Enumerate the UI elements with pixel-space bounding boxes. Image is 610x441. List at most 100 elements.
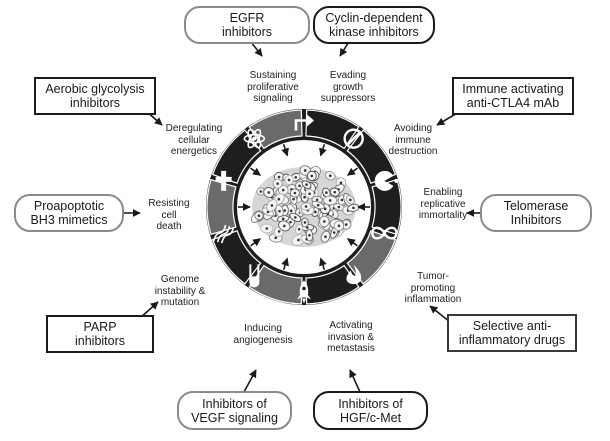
tumor-cell-nucleus (328, 199, 332, 202)
inner-arrow-1 (347, 167, 358, 176)
inner-arrow-3 (347, 238, 358, 247)
hallmark-label-immune: Avoiding immune destruction (388, 123, 438, 157)
hallmark-label-angiogenesis: Inducing angiogenesis (233, 323, 293, 346)
hallmark-label-energetics: Deregulating cellular energetics (165, 123, 223, 157)
arrow-hgf (349, 369, 361, 393)
tumor-cell-nucleus (310, 174, 314, 178)
tumor-cell-nucleus (339, 181, 343, 185)
tumor-cell-nucleus (298, 184, 301, 188)
tumor-cell-nucleus (277, 175, 281, 179)
inner-arrow-8 (250, 167, 261, 176)
tumor-cell-nucleus (283, 209, 287, 212)
tumor-cell-nucleus (277, 197, 281, 201)
tumor-cell-cluster-icon (251, 165, 360, 247)
tumor-cell-nucleus (337, 205, 341, 209)
hallmark-label-proliferative: Sustaining proliferative signaling (247, 70, 299, 104)
infinity-icon (371, 226, 398, 240)
tumor-cell-nucleus (303, 169, 307, 172)
inner-arrows (238, 143, 370, 271)
pacman-immune-icon (374, 170, 399, 191)
tumor-cell-nucleus (325, 191, 328, 194)
inner-arrow-0 (319, 143, 327, 157)
drug-box-bh3: Proapoptotic BH3 mimetics (14, 194, 124, 232)
tumor-cell-nucleus (267, 191, 271, 194)
tumor-cell-nucleus (323, 207, 327, 211)
hallmark-label-genome: Genome instability & mutation (154, 274, 206, 308)
tumor-cell-nucleus (281, 217, 285, 221)
hallmark-label-growth: Evading growth suppressors (320, 70, 376, 104)
drug-box-cdk: Cyclin-dependent kinase inhibitors (313, 6, 435, 44)
tumor-cell-nucleus (293, 191, 297, 195)
tumor-cell-nucleus (294, 175, 298, 179)
ring-segment-0 (248, 109, 303, 150)
tumor-cell-nucleus (259, 190, 263, 193)
tumor-cell-nucleus (308, 192, 311, 196)
tumor-cell-nucleus (340, 198, 344, 202)
tumor-cell-nucleus (281, 188, 285, 192)
ring-segment-6 (248, 264, 303, 305)
tumor-cell-nucleus (332, 231, 336, 234)
tumor-cell-nucleus (305, 183, 308, 186)
inner-arrow-5 (281, 257, 289, 271)
arrow-vegf (243, 369, 257, 393)
inner-arrow-4 (319, 257, 327, 271)
flame-icon (346, 264, 362, 285)
drug-box-telomerase: Telomerase Inhibitors (480, 194, 592, 232)
tumor-cell-nucleus (274, 236, 278, 240)
hallmark-label-death: Resisting cell death (148, 198, 190, 232)
tumor-cell-nucleus (297, 238, 300, 242)
tumor-cell-nucleus (352, 206, 355, 210)
tumor-cell-nucleus (270, 204, 274, 207)
tumor-cell-nucleus (292, 197, 295, 201)
tumor-cell-nucleus (333, 190, 337, 194)
tumor-cell-nucleus (289, 220, 292, 224)
tumor-cell-nucleus (257, 214, 261, 217)
tumor-cell-nucleus (287, 178, 291, 182)
inner-arrow-6 (250, 238, 261, 247)
tumor-cell-nucleus (282, 224, 286, 228)
inner-arrow-9 (281, 143, 289, 157)
ring-segment-4 (346, 230, 397, 285)
tumor-cell-nucleus (337, 224, 341, 228)
drug-box-hgf: Inhibitors of HGF/c-Met (313, 391, 428, 430)
drug-box-glycolysis: Aerobic glycolysis inhibitors (34, 77, 156, 115)
prohibition-icon (343, 128, 364, 149)
drug-box-ctla4: Immune activating anti-CTLA4 mAb (452, 77, 574, 115)
dna-chromosome-icon (212, 224, 235, 244)
tumor-cell-nucleus (303, 221, 307, 224)
tumor-cell-nucleus (308, 233, 311, 237)
tumor-cell-nucleus (304, 205, 308, 208)
hallmark-label-invasion: Activating invasion & metastasis (327, 320, 375, 354)
proliferation-arrow-icon (294, 114, 314, 131)
tumor-cell-nucleus (277, 230, 281, 233)
hallmark-label-inflammation: Tumor- promoting inflammation (404, 271, 462, 305)
tumor-cell-nucleus (316, 203, 320, 207)
test-tube-icon (249, 264, 260, 288)
drug-box-egfr: EGFR inhibitors (184, 6, 310, 44)
rocket-icon (297, 280, 311, 304)
ring-segment-7 (211, 230, 262, 285)
tumor-cell-nucleus (276, 182, 279, 185)
drug-box-parp: PARP inhibitors (46, 315, 154, 353)
tumor-cell-nucleus (278, 209, 281, 213)
cross-icon (215, 170, 232, 191)
tumor-cell-nucleus (289, 209, 293, 213)
tumor-cell-nucleus (297, 227, 301, 231)
tumor-cell-nucleus (349, 198, 352, 202)
tumor-cell-nucleus (328, 174, 332, 178)
atom-icon (243, 128, 266, 149)
arrow-antiinflam (429, 305, 451, 323)
hallmark-ring (206, 109, 402, 305)
drug-box-vegf: Inhibitors of VEGF signaling (177, 391, 292, 430)
tumor-cell-nucleus (315, 198, 319, 202)
tumor-cell-nucleus (324, 235, 327, 239)
drug-box-antiinflam: Selective anti- inflammatory drugs (447, 314, 577, 352)
hallmark-label-immortality: Enabling replicative immortality (418, 187, 468, 221)
tumor-cell-nucleus (314, 210, 317, 214)
tumor-cell-nucleus (294, 216, 297, 219)
tumor-cell-nucleus (265, 227, 269, 230)
tumor-cell-nucleus (344, 223, 348, 226)
tumor-cell-nucleus (323, 220, 326, 223)
